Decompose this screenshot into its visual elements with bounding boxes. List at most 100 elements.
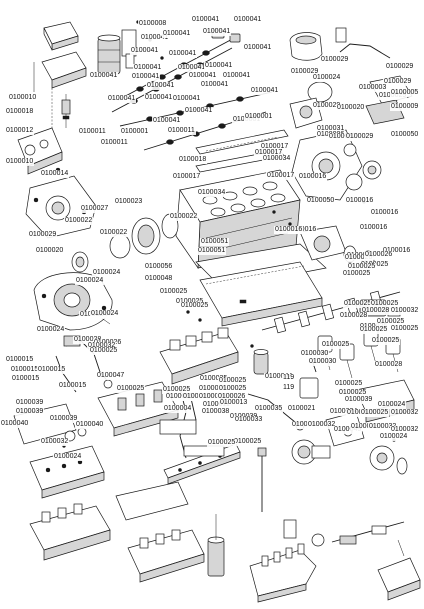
part-callout-c106: 0100030 <box>308 358 338 366</box>
oil-filter <box>97 29 137 75</box>
part-callout-c74: 0100050 <box>390 131 420 139</box>
part-callout-c105: 0100030 <box>300 350 330 358</box>
part-callout-c8: 0100041 <box>168 50 198 58</box>
part-callout-c48: 0100022 <box>99 229 129 237</box>
part-callout-c119: 0100025 <box>162 386 192 394</box>
part-callout-c157: 0100024 <box>379 433 409 441</box>
part-callout-c117: 0100025 <box>116 385 146 393</box>
part-callout-c2: 0100041 <box>191 16 221 24</box>
part-callout-c64: 0100003 <box>358 84 388 92</box>
part-callout-c112: 0100015 <box>10 366 40 374</box>
part-callout-c72: 0100032 <box>328 133 358 141</box>
part-callout-c13: 0100041 <box>89 72 119 80</box>
rocker-shaft <box>159 419 241 485</box>
part-callout-c136: 0100040 <box>0 420 30 428</box>
part-callout-c1: 0100008 <box>138 20 168 28</box>
part-callout-c155: 0100032 <box>368 423 398 431</box>
part-callout-c23: 0100041 <box>184 107 214 115</box>
part-callout-c60: 0100029 <box>320 56 350 64</box>
part-callout-c68: 0100009 <box>390 103 420 111</box>
part-callout-c38: 0100018 <box>5 108 35 116</box>
part-callout-c154: 0100043 <box>350 423 380 431</box>
part-callout-c39: 0100012 <box>5 127 35 135</box>
part-callout-c14: 0100041 <box>131 73 161 81</box>
cylinder-head-assembly <box>17 21 87 175</box>
part-callout-c113: 0100015 <box>11 375 41 383</box>
part-callout-c110: 0100025 <box>89 347 119 355</box>
thermostat-housing <box>289 27 391 61</box>
part-callout-c124: 0100025 <box>182 393 212 401</box>
part-callout-c69: 0100005 <box>390 89 420 97</box>
dipstick <box>207 447 267 577</box>
part-callout-c142: 0100033 <box>234 416 264 424</box>
part-callout-c80: 0100016 <box>359 224 389 232</box>
part-callout-c152: 0100032 <box>307 421 337 429</box>
turbocharger <box>291 439 408 475</box>
exhaust-manifold-left <box>13 403 105 499</box>
part-callout-c102: 0100025 <box>321 341 351 349</box>
part-callout-c35: 0100034 <box>262 155 292 163</box>
engine-block <box>175 169 301 270</box>
intake-manifold <box>159 327 239 385</box>
part-callout-c11: 0100041 <box>177 64 207 72</box>
part-callout-c53: 0100024 <box>75 277 105 285</box>
part-callout-c10: 0100041 <box>133 64 163 72</box>
part-callout-c94: 0100025 <box>370 300 400 308</box>
part-callout-c22: 0100041 <box>250 87 280 95</box>
part-callout-c42: 0100014 <box>40 170 70 178</box>
part-callout-c6: 0100041 <box>202 28 232 36</box>
part-callout-c55: 0100024 <box>92 269 122 277</box>
part-callout-c4: 0100041 <box>140 34 170 42</box>
part-callout-c61: 0100029 <box>385 63 415 71</box>
part-callout-c62: 0100024 <box>312 74 342 82</box>
part-callout-c44: 0100027 <box>80 205 110 213</box>
part-callout-c120: 0100025 <box>218 377 248 385</box>
part-callout-c70: 0100031 <box>316 125 346 133</box>
part-callout-c138: 0100011 <box>202 401 231 409</box>
part-callout-c86: 0100026 <box>364 251 394 259</box>
part-callout-c28: 0100011 <box>167 127 196 135</box>
part-callout-c40: 0100011 <box>78 128 107 136</box>
part-callout-c128: 119 <box>282 374 296 382</box>
part-callout-c15: 0100041 <box>188 72 218 80</box>
part-callout-c3: 0100041 <box>233 16 263 24</box>
part-callout-c5: 0100041 <box>162 30 192 38</box>
part-callout-c100: 0100025 <box>359 326 389 334</box>
part-callout-c104: 0100028 <box>374 361 404 369</box>
part-callout-c149: 0100025 <box>360 409 390 417</box>
part-callout-c73: 0100029 <box>345 133 375 141</box>
part-callout-c130: 0100035 <box>254 405 284 413</box>
part-callout-c95: 0100028 <box>361 307 391 315</box>
part-callout-c26: 0100001 <box>244 113 274 121</box>
part-callout-c67: 0100020 <box>336 104 366 112</box>
part-callout-c78: 0100016 <box>345 197 375 205</box>
part-callout-c143: 0100025 <box>334 380 364 388</box>
part-callout-c36: 0100034 <box>197 189 227 197</box>
part-callout-c27: 0100001 <box>120 128 150 136</box>
part-callout-c63: 0100029 <box>383 78 413 86</box>
part-callout-c52: 0100048 <box>144 275 174 283</box>
part-callout-c50: 0100051 <box>197 247 227 255</box>
part-callout-c118: 0100025 <box>199 375 229 383</box>
part-callout-c58: 0100024 <box>36 326 66 334</box>
part-callout-c150: 0100032 <box>390 409 420 417</box>
part-callout-c137: 0100040 <box>75 421 105 429</box>
part-callout-c107: 0100028 <box>73 336 103 344</box>
part-callout-c158: 0100025 <box>233 438 263 446</box>
part-callout-c32: 0100017 <box>260 143 290 151</box>
part-callout-c31: 0100017 <box>172 173 202 181</box>
part-callout-c97: 0100028 <box>339 312 369 320</box>
part-callout-c146: 0100024 <box>377 401 407 409</box>
part-callout-c122: 0100025 <box>218 385 248 393</box>
exhaust-manifold-lower <box>29 481 205 583</box>
part-callout-c92: 0100025 <box>180 302 210 310</box>
part-callout-c93: 0100025 <box>343 300 373 308</box>
part-callout-c140: 0100004 <box>163 405 193 413</box>
part-callout-c12: 0100041 <box>204 62 234 70</box>
part-callout-c24: 0100041 <box>152 117 182 125</box>
part-callout-c59: 0100029 <box>290 68 320 76</box>
part-callout-c45: 0100029 <box>28 231 58 239</box>
part-callout-c96: 0100032 <box>390 307 420 315</box>
